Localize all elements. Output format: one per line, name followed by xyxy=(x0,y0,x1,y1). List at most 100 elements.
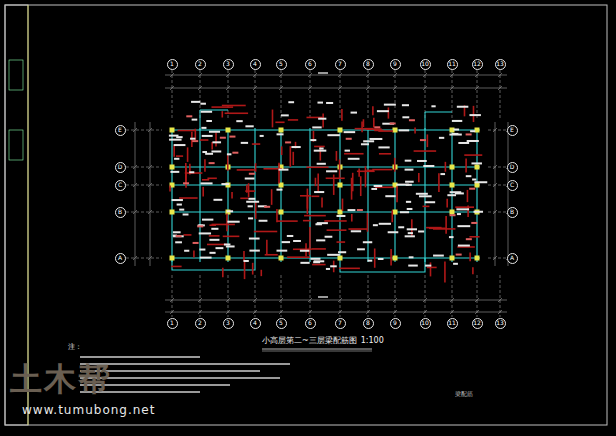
rebar-line xyxy=(290,146,292,167)
rebar-line xyxy=(309,227,311,248)
rebar-text-mark xyxy=(227,153,232,155)
rebar-line xyxy=(446,199,448,208)
rebar-text-mark xyxy=(206,120,212,122)
rebar-line xyxy=(222,268,224,278)
beam-line xyxy=(170,184,480,185)
rebar-line xyxy=(276,209,278,222)
beam-line xyxy=(227,128,228,262)
rebar-text-mark xyxy=(259,220,268,222)
rebar-text-mark xyxy=(197,225,203,227)
rebar-text-mark xyxy=(405,160,412,162)
rebar-text-mark xyxy=(177,204,182,206)
rebar-text-mark xyxy=(224,243,231,245)
drawing-line xyxy=(228,275,229,317)
rebar-text-mark xyxy=(407,228,417,230)
rebar-text-mark xyxy=(327,254,340,256)
axis-bubble: 6 xyxy=(305,318,316,329)
rebar-line xyxy=(227,155,229,171)
rebar-line xyxy=(445,162,447,172)
rebar-text-mark xyxy=(409,256,414,258)
rebar-line xyxy=(221,111,223,117)
rebar-line xyxy=(324,220,346,222)
axis-bubble: 8 xyxy=(363,59,374,70)
rebar-text-mark xyxy=(201,182,213,184)
rebar-text-mark xyxy=(470,130,475,132)
rebar-text-mark xyxy=(417,160,427,162)
beam-line xyxy=(172,258,255,270)
rebar-text-mark xyxy=(192,119,198,121)
rebar-text-mark xyxy=(221,183,229,185)
axis-label: 6 xyxy=(308,320,312,326)
axis-label: 13 xyxy=(496,61,504,67)
rebar-line xyxy=(277,220,298,222)
rebar-text-mark xyxy=(466,175,472,177)
axis-bubble: E xyxy=(115,125,126,136)
column xyxy=(338,256,343,261)
axis-bubble: 7 xyxy=(335,59,346,70)
axis-label: 2 xyxy=(198,320,202,326)
rebar-line xyxy=(202,179,209,181)
drawing-line xyxy=(172,70,173,118)
drawing-line xyxy=(228,70,229,118)
axis-bubble: 3 xyxy=(223,59,234,70)
rebar-text-mark xyxy=(357,209,363,211)
rebar-text-mark xyxy=(200,103,206,105)
rebar-line xyxy=(266,240,268,254)
column xyxy=(226,256,231,261)
rebar-text-mark xyxy=(440,173,445,175)
axis-bubble: 8 xyxy=(363,318,374,329)
drawing-line xyxy=(395,275,396,317)
scale-text: 1:100 xyxy=(361,337,384,346)
rebar-text-mark xyxy=(169,139,182,141)
rebar-text-mark xyxy=(400,211,409,213)
rebar-text-mark xyxy=(189,171,194,173)
drawing-line xyxy=(150,122,151,266)
rebar-line xyxy=(422,206,429,208)
axis-bubble: 1 xyxy=(167,59,178,70)
drawing-line xyxy=(488,212,506,213)
rebar-line xyxy=(275,121,284,123)
column xyxy=(475,183,480,188)
title-underline xyxy=(262,349,372,350)
rebar-line xyxy=(337,241,346,243)
rebar-line xyxy=(169,185,171,191)
drawing-line xyxy=(340,275,341,317)
rebar-line xyxy=(341,109,343,121)
drawing-line xyxy=(425,275,426,317)
rebar-line xyxy=(187,147,189,162)
rebar-text-mark xyxy=(277,250,288,252)
drawing-line xyxy=(495,122,496,266)
axis-label: 10 xyxy=(421,61,429,67)
rebar-text-mark xyxy=(469,188,475,190)
rebar-line xyxy=(278,163,280,184)
rebar-line xyxy=(260,270,262,276)
rebar-text-mark xyxy=(344,131,356,133)
column xyxy=(475,165,480,170)
beam-line xyxy=(280,128,281,262)
rebar-text-mark xyxy=(282,241,291,243)
rebar-line xyxy=(464,154,482,156)
drawing-line xyxy=(165,75,507,76)
rebar-line xyxy=(391,210,393,222)
column xyxy=(170,210,175,215)
rebar-line xyxy=(472,267,474,274)
rebar-text-mark xyxy=(452,120,462,122)
rebar-text-mark xyxy=(346,138,352,140)
beam-grid xyxy=(170,110,481,272)
rebar-text-mark xyxy=(202,135,213,137)
rebar-text-mark xyxy=(447,194,456,196)
axis-label: A xyxy=(118,255,122,261)
rebar-line xyxy=(252,143,260,145)
rebar-line xyxy=(326,177,345,179)
rebar-line xyxy=(281,146,283,155)
rebar-text-mark xyxy=(466,133,472,135)
rebar-text-mark xyxy=(199,249,205,251)
rebar-text-mark xyxy=(351,112,357,114)
title-underline xyxy=(262,351,372,352)
rebar-text-mark xyxy=(402,104,409,106)
column xyxy=(338,183,343,188)
rebar-text-mark xyxy=(472,179,476,181)
rebar-text-mark xyxy=(367,260,372,262)
rebar-text-mark xyxy=(330,265,337,267)
axis-bubble: 7 xyxy=(335,318,346,329)
